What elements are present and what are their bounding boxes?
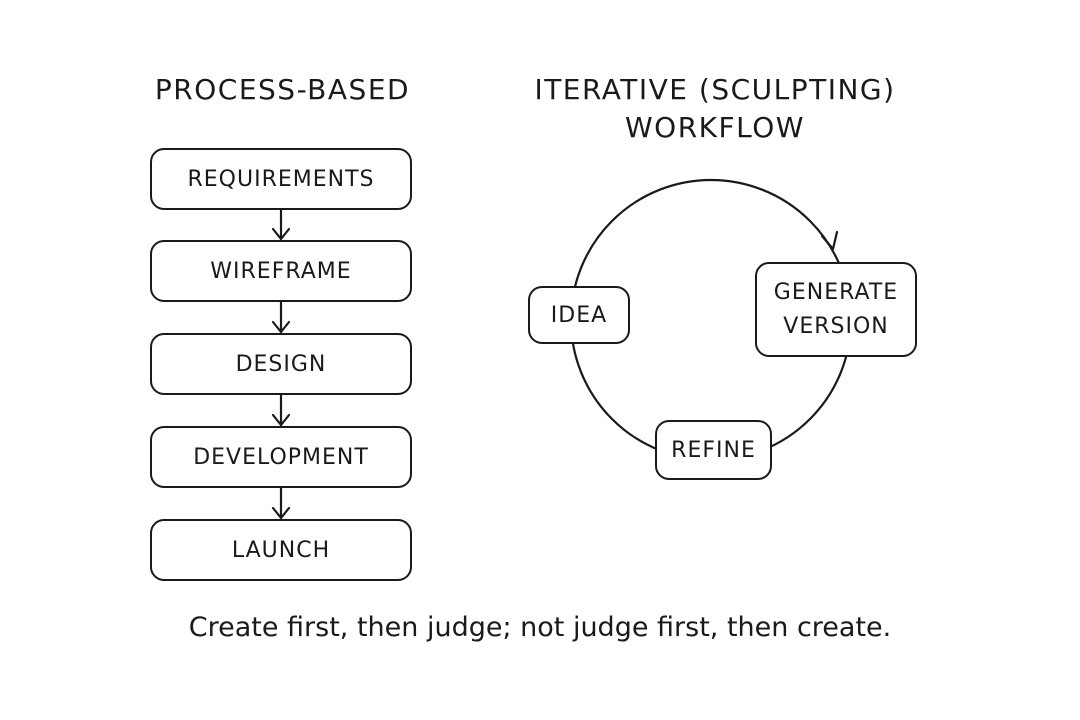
cycle-node-label: REFINE bbox=[671, 437, 756, 463]
flow-step-label: DEVELOPMENT bbox=[193, 444, 369, 470]
cycle-node-idea: IDEA bbox=[528, 286, 630, 344]
flow-step-label: REQUIREMENTS bbox=[187, 166, 375, 192]
flow-step-label: DESIGN bbox=[235, 351, 327, 377]
arrow-development-to-launch bbox=[271, 486, 291, 520]
process-based-title-text: PROCESS-BASED bbox=[154, 73, 411, 106]
arrow-design-to-development bbox=[271, 393, 291, 427]
arrow-requirements-to-wireframe bbox=[271, 208, 291, 241]
iterative-workflow-title: ITERATIVE (SCULPTING) WORKFLOW bbox=[480, 71, 950, 147]
caption: Create first, then judge; not judge firs… bbox=[188, 612, 892, 643]
flow-arrows bbox=[271, 208, 291, 520]
cycle-arrowhead bbox=[820, 230, 839, 251]
cycle-node-label-line-1: GENERATE bbox=[773, 279, 899, 305]
flow-step-development: DEVELOPMENT bbox=[150, 426, 412, 488]
arrow-wireframe-to-design bbox=[271, 300, 291, 334]
cycle-node-label: IDEA bbox=[550, 302, 608, 328]
flow-step-label: WIREFRAME bbox=[210, 258, 352, 284]
flow-step-launch: LAUNCH bbox=[150, 519, 412, 581]
flow-step-wireframe: WIREFRAME bbox=[150, 240, 412, 302]
cycle-node-label-line-2: VERSION bbox=[783, 313, 889, 339]
process-based-title: PROCESS-BASED bbox=[120, 71, 445, 109]
flow-step-requirements: REQUIREMENTS bbox=[150, 148, 412, 210]
cycle-node-generate-version: GENERATE VERSION bbox=[755, 262, 917, 357]
cycle-node-refine: REFINE bbox=[655, 420, 772, 480]
iterative-title-line-2: WORKFLOW bbox=[625, 111, 805, 144]
iterative-title-line-1: ITERATIVE (SCULPTING) bbox=[534, 73, 896, 106]
flow-step-label: LAUNCH bbox=[231, 537, 331, 563]
flow-step-design: DESIGN bbox=[150, 333, 412, 395]
